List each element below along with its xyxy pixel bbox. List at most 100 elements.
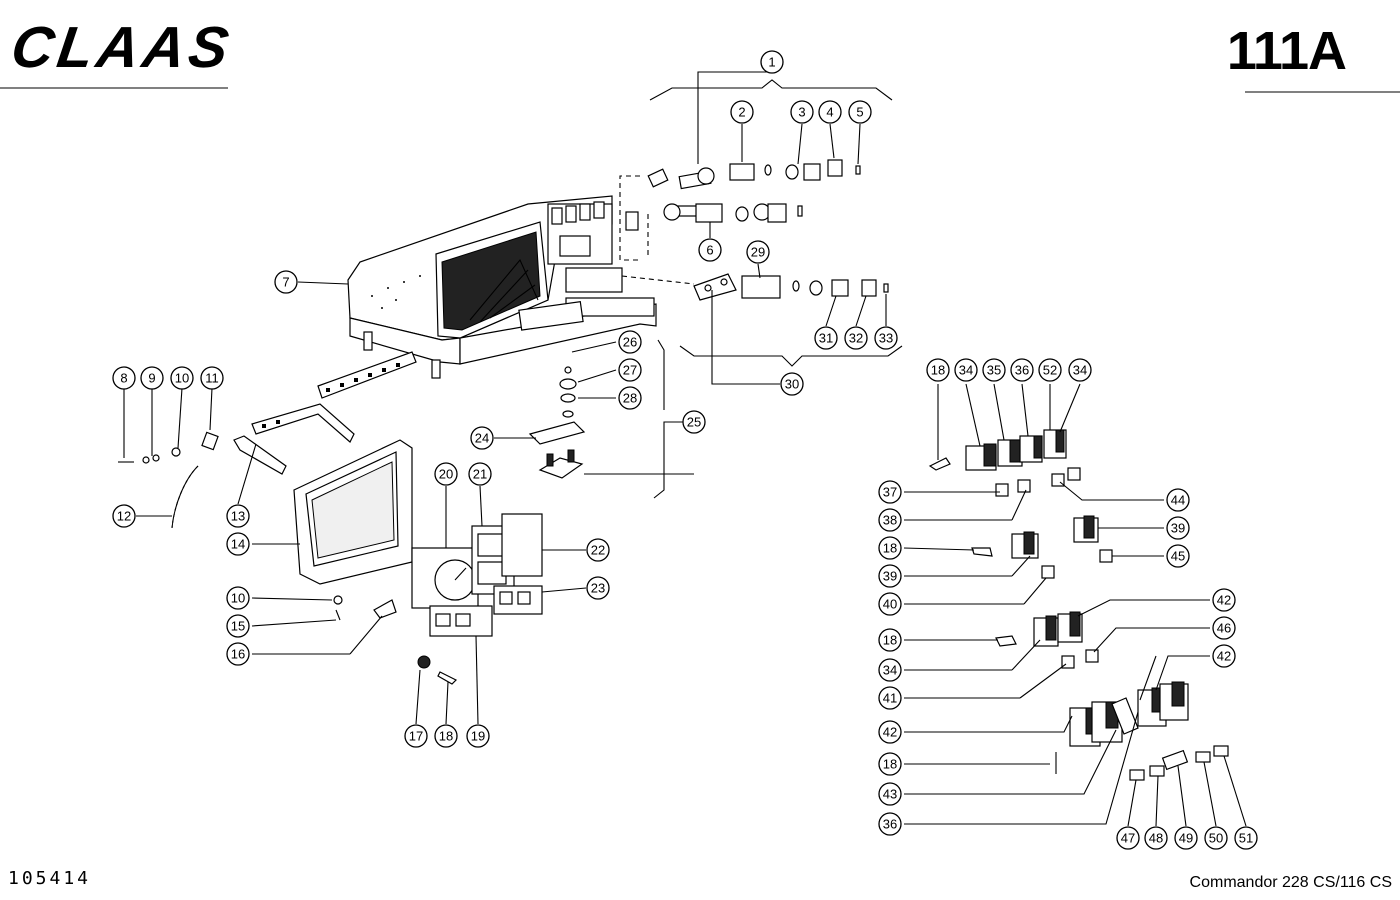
rocker-switch-set	[928, 429, 1229, 781]
svg-text:18: 18	[883, 757, 897, 772]
callout-10-bottom: 10	[226, 586, 250, 610]
svg-text:16: 16	[231, 647, 245, 662]
svg-text:18: 18	[439, 729, 453, 744]
callout-9: 9	[140, 366, 164, 390]
callout-18-top-right: 18	[926, 358, 950, 382]
page-number: 111A	[1226, 21, 1347, 81]
callout-1: 1	[760, 50, 784, 74]
right-switch-assembly	[621, 273, 889, 301]
svg-text:19: 19	[471, 729, 485, 744]
svg-text:28: 28	[623, 391, 637, 406]
document-id: 105414	[8, 868, 92, 889]
svg-text:6: 6	[706, 243, 713, 258]
svg-text:39: 39	[883, 569, 897, 584]
svg-text:15: 15	[231, 619, 245, 634]
svg-text:11: 11	[205, 371, 219, 386]
callout-41: 41	[878, 686, 902, 710]
callout-42-left: 42	[878, 720, 902, 744]
svg-text:34: 34	[1073, 363, 1087, 378]
callout-32: 32	[844, 326, 868, 350]
svg-text:33: 33	[879, 331, 893, 346]
svg-text:3: 3	[798, 105, 805, 120]
callout-48: 48	[1144, 826, 1168, 850]
svg-text:42: 42	[1217, 593, 1231, 608]
callout-45: 45	[1166, 544, 1190, 568]
svg-text:4: 4	[826, 105, 833, 120]
svg-text:8: 8	[120, 371, 127, 386]
svg-text:43: 43	[883, 787, 897, 802]
svg-text:49: 49	[1179, 831, 1193, 846]
callout-31: 31	[814, 326, 838, 350]
svg-text:25: 25	[687, 415, 701, 430]
callout-18-bottom-right: 18	[878, 752, 902, 776]
svg-text:30: 30	[785, 377, 799, 392]
svg-text:32: 32	[849, 331, 863, 346]
svg-text:34: 34	[883, 663, 897, 678]
svg-text:27: 27	[623, 363, 637, 378]
svg-text:45: 45	[1171, 549, 1185, 564]
svg-text:26: 26	[623, 335, 637, 350]
callout-17: 17	[404, 724, 428, 748]
svg-text:18: 18	[883, 633, 897, 648]
callout-8: 8	[112, 366, 136, 390]
callout-52: 52	[1038, 358, 1062, 382]
svg-text:10: 10	[231, 591, 245, 606]
callout-10-top: 10	[170, 366, 194, 390]
top-switch-assembly	[619, 159, 861, 261]
callout-11: 11	[200, 366, 224, 390]
callout-28: 28	[618, 386, 642, 410]
callout-34-mid: 34	[878, 658, 902, 682]
svg-text:47: 47	[1121, 831, 1135, 846]
callout-34-top-b: 34	[1068, 358, 1092, 382]
svg-text:40: 40	[883, 597, 897, 612]
svg-text:36: 36	[1015, 363, 1029, 378]
svg-text:41: 41	[883, 691, 897, 706]
callout-3: 3	[790, 100, 814, 124]
callout-46: 46	[1212, 616, 1236, 640]
callout-42-right: 42	[1212, 644, 1236, 668]
svg-text:5: 5	[856, 105, 863, 120]
svg-text:52: 52	[1043, 363, 1057, 378]
callout-36-bottom: 36	[878, 812, 902, 836]
callout-13: 13	[226, 504, 250, 528]
instrument-cluster	[411, 513, 543, 637]
callout-2: 2	[730, 100, 754, 124]
svg-text:14: 14	[231, 537, 245, 552]
machine-model: Commandor 228 CS/116 CS	[1189, 874, 1392, 891]
svg-text:48: 48	[1149, 831, 1163, 846]
callout-21: 21	[468, 462, 492, 486]
svg-text:29: 29	[751, 245, 765, 260]
callout-47: 47	[1116, 826, 1140, 850]
small-hardware-bottom	[333, 595, 458, 685]
callout-36-top: 36	[1010, 358, 1034, 382]
callout-23: 23	[586, 576, 610, 600]
svg-text:9: 9	[148, 371, 155, 386]
callout-37: 37	[878, 480, 902, 504]
small-hardware-left	[118, 431, 219, 464]
callout-43: 43	[878, 782, 902, 806]
svg-text:34: 34	[959, 363, 973, 378]
svg-text:51: 51	[1239, 831, 1253, 846]
callout-25: 25	[682, 410, 706, 434]
callout-42-upper: 42	[1212, 588, 1236, 612]
display-frame	[293, 439, 413, 585]
svg-text:1: 1	[768, 55, 775, 70]
callout-34-top-a: 34	[954, 358, 978, 382]
leader-lines	[123, 71, 1247, 827]
callout-38: 38	[878, 508, 902, 532]
callout-24: 24	[470, 426, 494, 450]
console-housing	[347, 195, 657, 379]
svg-text:7: 7	[282, 275, 289, 290]
callout-40: 40	[878, 592, 902, 616]
callout-26: 26	[618, 330, 642, 354]
svg-text:10: 10	[175, 371, 189, 386]
svg-text:18: 18	[883, 541, 897, 556]
callout-15: 15	[226, 614, 250, 638]
svg-text:42: 42	[1217, 649, 1231, 664]
callout-39-left: 39	[878, 564, 902, 588]
svg-text:31: 31	[819, 331, 833, 346]
callout-18-mid-b: 18	[878, 628, 902, 652]
svg-text:22: 22	[591, 543, 605, 558]
callout-19: 19	[466, 724, 490, 748]
